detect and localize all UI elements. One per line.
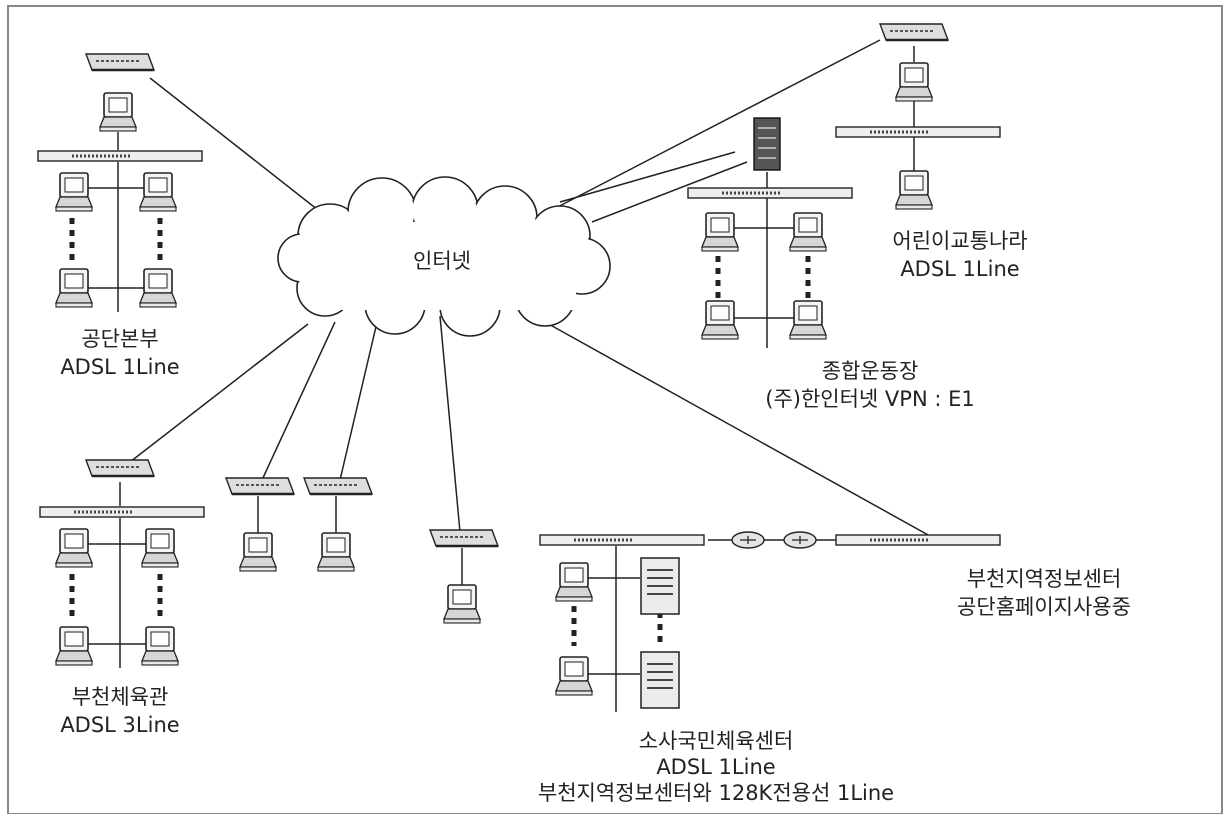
link-stadium-a [559,151,736,203]
sosa-pc-1 [555,562,593,602]
sosa-extra-label: 부천지역정보센터와 128K전용선 1Line [537,781,895,805]
link-gym [129,323,309,463]
sosa-wiring [576,539,836,712]
hq-pc-2 [139,172,177,212]
info-center-hub [834,533,1002,547]
link-pc-a [261,321,336,481]
stadium-dots [715,256,811,300]
sosa-pc-2 [555,656,593,696]
sosa-router [731,531,765,549]
hq-modem [84,52,156,72]
diagram-border [7,5,1223,814]
hq-line-label: ADSL 1Line [60,355,180,379]
stadium-pc-4 [789,300,827,340]
stadium-firewall [753,117,781,171]
link-stadium-b [591,161,748,223]
stadium-pc-1 [701,212,739,252]
gym-pc-1 [55,528,93,568]
hq-gateway-pc [99,92,137,132]
stadium-pc-3 [701,300,739,340]
gym-modem [84,458,156,478]
standalone-pc-2 [317,532,355,572]
traffic-name-label: 어린이교통나라 [892,229,1028,253]
hq-pc-1 [55,172,93,212]
sosa-dots [571,606,663,646]
sosa-server-2 [640,651,680,709]
info-center-line-label: 공단홈페이지사용중 [957,595,1131,619]
gym-pc-3 [55,626,93,666]
link-info-center [544,321,931,537]
internet-cloud [277,176,611,337]
standalone-modem-2 [302,476,374,496]
traffic-modem [878,22,950,42]
gym-name-label: 부천체육관 [71,685,169,709]
sosa-line-label: ADSL 1Line [656,755,776,779]
hq-hub [36,149,204,163]
stadium-hub [686,186,854,200]
standalone-modem-3 [428,528,500,548]
stadium-pc-2 [789,212,827,252]
traffic-line-label: ADSL 1Line [900,257,1020,281]
sosa-name-label: 소사국민체육센터 [638,729,794,753]
gym-pc-2 [141,528,179,568]
standalone-pc-1 [239,532,277,572]
standalone-wiring [257,496,463,588]
gym-pc-4 [141,626,179,666]
standalone-pc-3 [443,584,481,624]
link-hq [149,77,319,211]
hq-dots [69,218,163,262]
traffic-gateway-pc [895,62,933,102]
standalone-modem-1 [224,476,296,496]
hq-pc-3 [55,268,93,308]
hq-name-label: 공단본부 [81,327,159,351]
gym-dots [69,574,163,616]
wan-links [129,39,931,537]
info-center-name-label: 부천지역정보센터 [966,567,1122,591]
link-pc-c [439,315,461,533]
sosa-server-1 [640,557,680,615]
traffic-pc [895,170,933,210]
gym-line-label: ADSL 3Line [60,713,180,737]
stadium-name-label: 종합운동장 [821,359,919,383]
sosa-hub [538,533,706,547]
stadium-line-label: (주)한인터넷 VPN : E1 [765,387,975,411]
link-traffic [547,39,881,213]
traffic-hub [834,125,1002,139]
info-center-router [783,531,817,549]
internet-label: 인터넷 [413,249,471,273]
gym-hub [38,505,206,519]
hq-pc-4 [139,268,177,308]
link-pc-b [339,317,379,481]
